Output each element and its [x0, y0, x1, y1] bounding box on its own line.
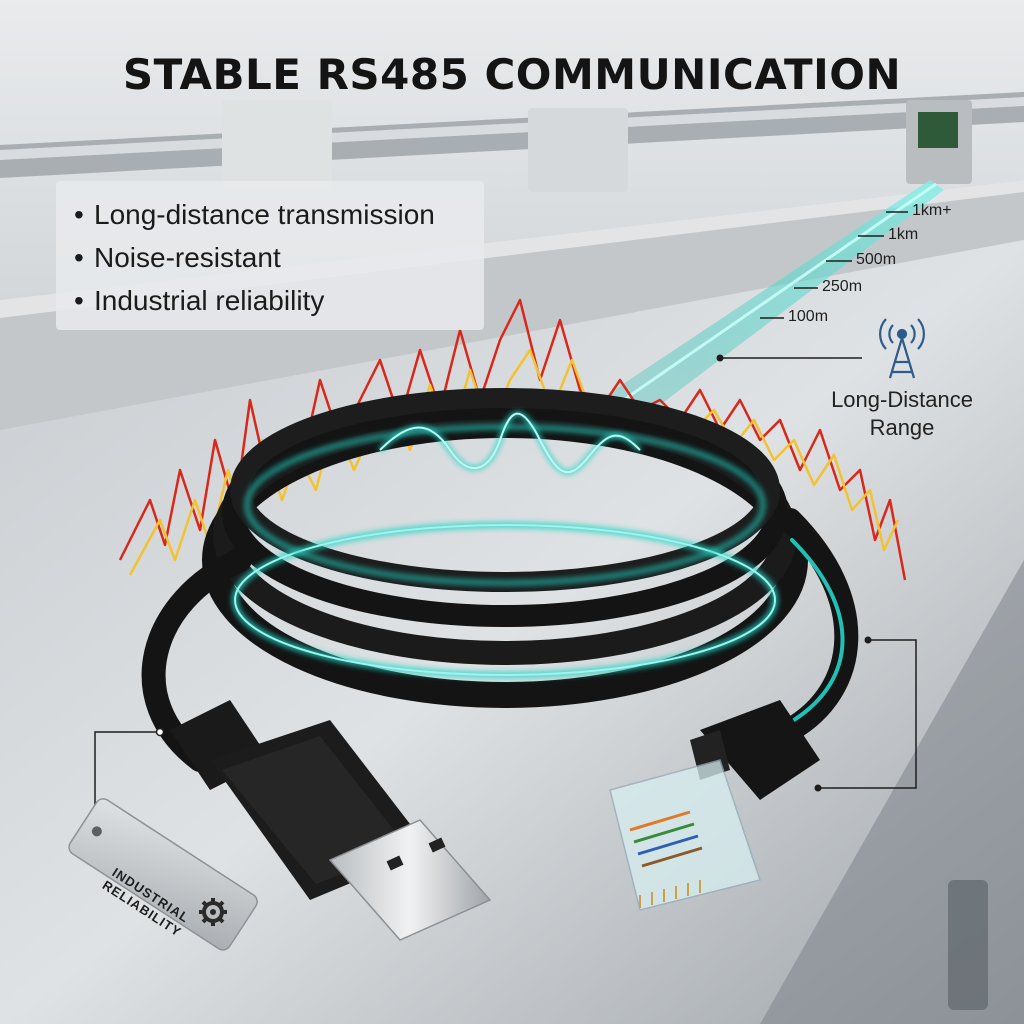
- range-callout-line: Long-Distance: [831, 387, 973, 412]
- distance-marker: 1km: [888, 226, 919, 243]
- page-title: STABLE RS485 COMMUNICATION: [122, 50, 902, 99]
- antenna-tower-icon: [879, 318, 925, 379]
- range-callout-line: Range: [869, 415, 935, 440]
- feature-item: •Noise-resistant: [74, 242, 281, 273]
- gear-icon: [199, 898, 227, 926]
- distance-marker: 100m: [788, 308, 829, 325]
- rj45-connector: [609, 700, 820, 911]
- distance-marker: 500m: [856, 251, 897, 268]
- feature-label: Industrial reliability: [94, 285, 325, 316]
- feature-label: Noise-resistant: [94, 242, 281, 273]
- distance-marker: 1km+: [912, 202, 952, 219]
- feature-list: •Long-distance transmission •Noise-resis…: [56, 181, 484, 330]
- noise-wave-red: [118, 298, 907, 581]
- feature-item: •Industrial reliability: [74, 285, 325, 316]
- distance-marker: 250m: [822, 278, 863, 295]
- range-callout: Long-Distance Range: [812, 386, 992, 442]
- usb-connector: [170, 700, 492, 941]
- feature-item: •Long-distance transmission: [74, 199, 435, 230]
- feature-label: Long-distance transmission: [94, 199, 435, 230]
